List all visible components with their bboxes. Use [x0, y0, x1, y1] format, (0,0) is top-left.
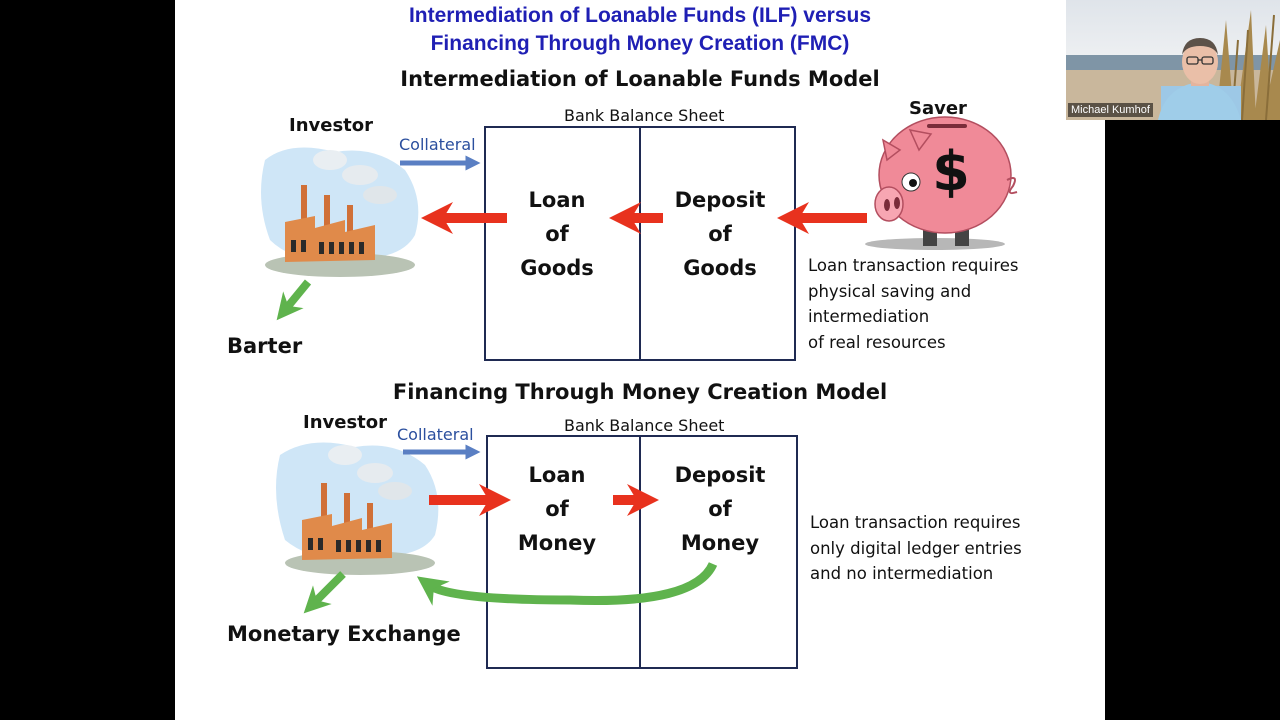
ilf-deposit-line3: Goods: [683, 256, 757, 280]
fmc-note-line2: only digital ledger entries: [810, 538, 1022, 558]
dollar-sign-icon: $: [932, 140, 970, 203]
fmc-loan-line1: Loan: [528, 463, 586, 487]
slide: Intermediation of Loanable Funds (ILF) v…: [175, 0, 1105, 720]
ilf-note-line4: of real resources: [808, 332, 946, 352]
monetary-exchange-label: Monetary Exchange: [227, 622, 461, 646]
ilf-deposit-line2: of: [708, 222, 732, 246]
ilf-loan-line1: Loan: [528, 188, 586, 212]
participant-video[interactable]: Michael Kumhof: [1066, 0, 1280, 120]
ilf-collateral-label: Collateral: [399, 135, 476, 154]
fmc-deposit-line1: Deposit: [674, 463, 766, 487]
fmc-loan-cell: Loan of Money: [487, 458, 627, 560]
barter-label: Barter: [227, 334, 303, 358]
slide-title-line2: Financing Through Money Creation (FMC): [430, 32, 850, 55]
fmc-deposit-line3: Money: [680, 531, 760, 555]
factory-icon: [276, 442, 439, 575]
video-feed-image: [1066, 0, 1280, 120]
fmc-heading: Financing Through Money Creation Model: [392, 380, 888, 404]
fmc-investor-label: Investor: [303, 412, 388, 433]
fmc-bank-balance-sheet-label: Bank Balance Sheet: [564, 416, 725, 435]
ilf-note: Loan transaction requires physical savin…: [808, 253, 1019, 355]
fmc-note-line3: and no intermediation: [810, 564, 994, 583]
arrow-green-icon: [276, 279, 312, 321]
ilf-balance-sheet: [484, 126, 796, 361]
slide-title-line1: Intermediation of Loanable Funds (ILF) v…: [408, 4, 872, 27]
factory-icon: [261, 147, 419, 277]
fmc-loan-line3: Money: [517, 531, 597, 555]
saver-label: Saver: [909, 98, 967, 119]
diagram-graphics: $: [261, 116, 1018, 669]
ilf-note-line3: intermediation: [808, 307, 930, 326]
fmc-balance-sheet: [486, 435, 798, 669]
ilf-loan-line2: of: [545, 222, 569, 246]
fmc-collateral-label: Collateral: [397, 425, 474, 444]
ilf-note-line2: physical saving and: [808, 281, 972, 301]
fmc-deposit-line2: of: [708, 497, 732, 521]
ilf-loan-line3: Goods: [520, 256, 594, 280]
ilf-deposit-line1: Deposit: [674, 188, 766, 212]
ilf-loan-cell: Loan of Goods: [487, 183, 627, 285]
ilf-investor-label: Investor: [289, 115, 374, 136]
ilf-deposit-cell: Deposit of Goods: [645, 183, 795, 285]
fmc-deposit-cell: Deposit of Money: [645, 458, 795, 560]
fmc-loan-line2: of: [545, 497, 569, 521]
fmc-note: Loan transaction requires only digital l…: [810, 510, 1022, 587]
ilf-bank-balance-sheet-label: Bank Balance Sheet: [564, 106, 725, 125]
arrow-green-icon: [416, 561, 718, 606]
arrow-green-icon: [303, 571, 346, 614]
participant-name-label: Michael Kumhof: [1068, 103, 1153, 117]
fmc-note-line1: Loan transaction requires: [810, 513, 1021, 532]
ilf-note-line1: Loan transaction requires: [808, 256, 1019, 275]
ilf-heading: Intermediation of Loanable Funds Model: [400, 67, 880, 91]
piggy-bank-icon: $: [865, 116, 1018, 250]
